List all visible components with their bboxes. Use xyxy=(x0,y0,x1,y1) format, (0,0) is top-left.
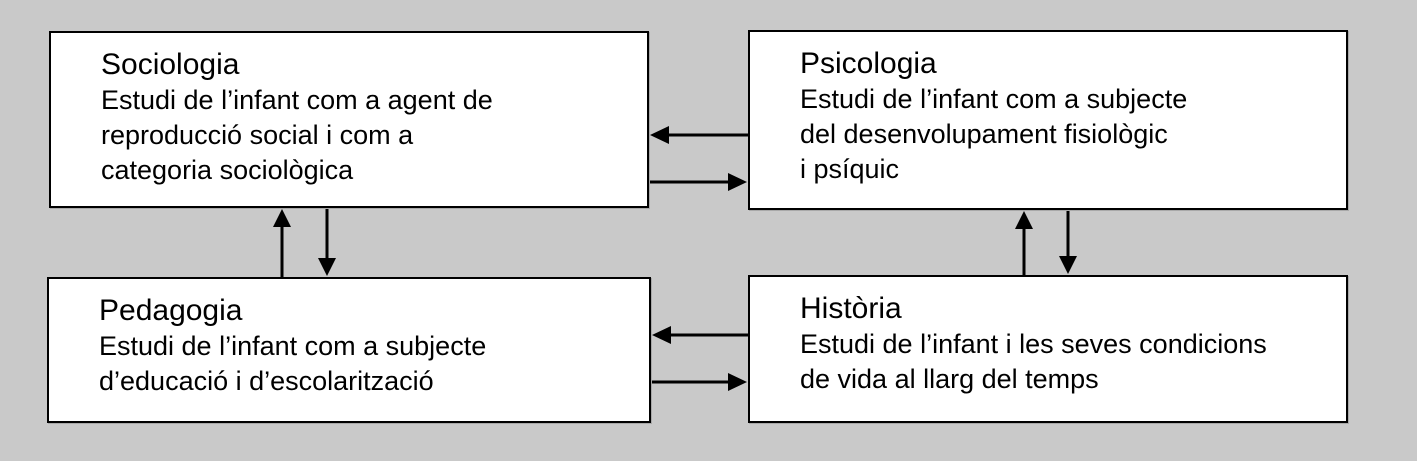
box-historia-text-line: de vida al llarg del temps xyxy=(800,364,1099,394)
arrow-sociologia-to-pedagogia xyxy=(318,208,336,276)
arrow-historia-to-pedagogia xyxy=(652,326,748,344)
arrow-historia-to-psicologia xyxy=(1015,211,1033,275)
box-sociologia-text-line: Estudi de l’infant com a agent de xyxy=(101,85,493,115)
arrow-sociologia-to-psicologia xyxy=(649,173,747,191)
box-sociologia-title: Sociologia xyxy=(101,48,240,81)
box-psicologia: Psicologia Estudi de l’infant com a subj… xyxy=(748,30,1348,210)
box-historia: Història Estudi de l’infant i les seves … xyxy=(748,275,1348,423)
box-psicologia-text-line: i psíquic xyxy=(800,154,900,184)
box-historia-title: Història xyxy=(800,292,902,325)
box-pedagogia: Pedagogia Estudi de l’infant com a subje… xyxy=(47,277,651,423)
box-psicologia-title: Psicologia xyxy=(800,47,937,80)
box-sociologia: Sociologia Estudi de l’infant com a agen… xyxy=(49,31,649,208)
arrow-psicologia-to-historia xyxy=(1059,210,1077,274)
box-sociologia-text-line: reproducció social i com a xyxy=(101,120,414,150)
box-historia-text-line: Estudi de l’infant i les seves condicion… xyxy=(800,329,1267,359)
box-pedagogia-text-line: Estudi de l’infant com a subjecte xyxy=(99,331,487,361)
box-sociologia-text-line: categoria sociològica xyxy=(101,155,354,185)
box-psicologia-text-line: Estudi de l’infant com a subjecte xyxy=(800,84,1188,114)
box-pedagogia-title: Pedagogia xyxy=(99,294,243,327)
box-pedagogia-text-line: d’educació i d’escolarització xyxy=(99,366,434,396)
arrow-pedagogia-to-historia xyxy=(651,373,747,391)
arrow-psicologia-to-sociologia xyxy=(650,126,748,144)
arrow-pedagogia-to-sociologia xyxy=(273,209,291,277)
box-psicologia-text-line: del desenvolupament fisiològic xyxy=(800,119,1168,149)
